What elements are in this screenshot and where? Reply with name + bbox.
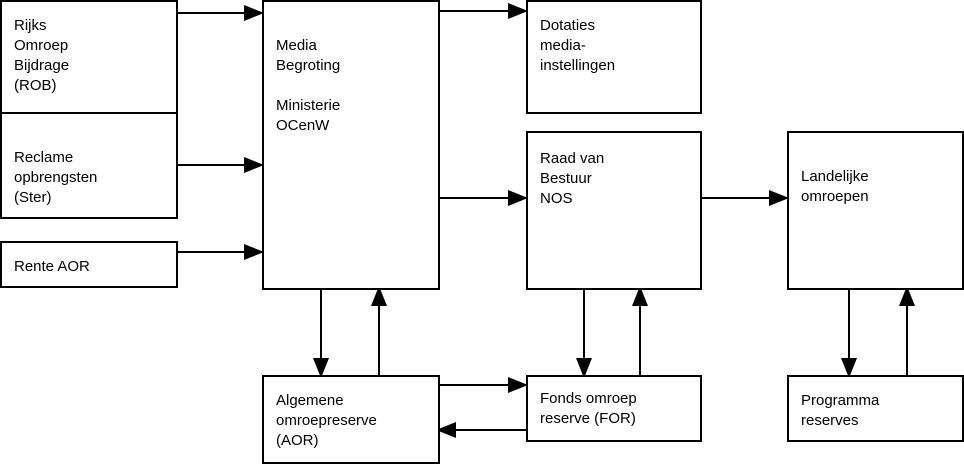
programma-line: reserves (801, 412, 859, 429)
media-subtitle-line: OCenW (276, 117, 330, 134)
ster-line: Reclame (14, 149, 74, 166)
aor-line: Algemene (276, 392, 344, 409)
aor-line: omroepreserve (276, 412, 377, 429)
rob-line: Bijdrage (14, 57, 70, 74)
ster-line: opbrengsten (14, 169, 98, 186)
box-media-begroting: Media Begroting Ministerie OCenW (262, 0, 440, 290)
dotaties-line: Dotaties (540, 17, 596, 34)
media-subtitle-line: Ministerie (276, 97, 341, 114)
box-aor: Algemene omroepreserve (AOR) (262, 375, 440, 464)
raad-line: Raad van (540, 150, 605, 167)
rob-line: Rijks (14, 17, 47, 34)
ster-line: (Ster) (14, 189, 52, 206)
dotaties-line: instellingen (540, 57, 616, 74)
landelijke-line: Landelijke (801, 168, 869, 185)
box-for: Fonds omroep reserve (FOR) (526, 375, 702, 442)
box-landelijke-omroepen: Landelijke omroepen (787, 131, 964, 290)
box-ster: Reclame opbrengsten (Ster) (0, 112, 178, 219)
programma-line: Programma (801, 392, 880, 409)
landelijke-line: omroepen (801, 188, 869, 205)
for-line: Fonds omroep (540, 390, 637, 407)
rob-line: (ROB) (14, 77, 57, 94)
rob-line: Omroep (14, 37, 69, 54)
box-programma-reserves: Programma reserves (787, 375, 964, 442)
box-rob: Rijks Omroep Bijdrage (ROB) (0, 0, 178, 114)
media-title-line: Begroting (276, 57, 341, 74)
aor-line: (AOR) (276, 432, 319, 449)
media-title-line: Media (276, 37, 317, 54)
box-rente: Rente AOR (0, 241, 178, 288)
raad-line: Bestuur (540, 170, 592, 187)
raad-line: NOS (540, 190, 573, 207)
rente-line: Rente AOR (14, 258, 90, 275)
for-line: reserve (FOR) (540, 410, 636, 427)
box-raad-van-bestuur: Raad van Bestuur NOS (526, 131, 702, 290)
box-dotaties: Dotaties media- instellingen (526, 0, 702, 114)
dotaties-line: media- (540, 37, 586, 54)
